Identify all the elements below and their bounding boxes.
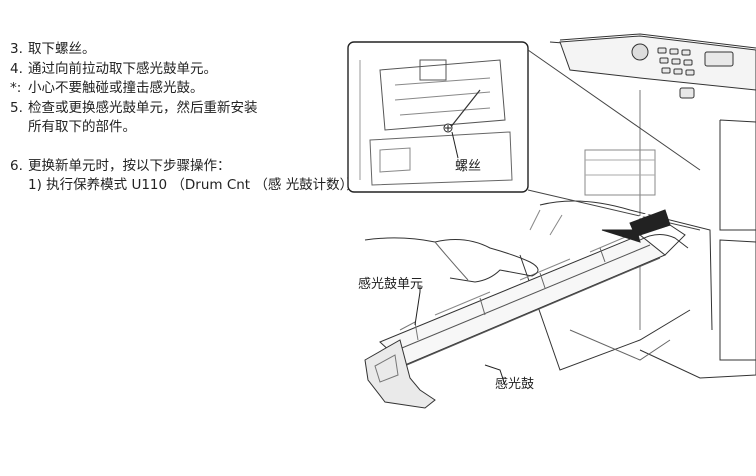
step-number: 3. [10, 41, 23, 57]
step-text: 取下螺丝。 [28, 41, 96, 57]
instruction-steps: 3. 取下螺丝。 4. 通过向前拉动取下感光鼓单元。 *: 小心不要触碰或撞击感… [10, 40, 507, 196]
substep-line1: 1) 执行保养模式 U110 （Drum Cnt （感 [28, 177, 282, 193]
control-panel [559, 35, 756, 99]
note-text: 小心不要触碰或撞击感光鼓。 [28, 80, 204, 96]
inset-detail [347, 41, 701, 231]
drum-unit [364, 224, 686, 409]
screw-icon [443, 123, 459, 159]
step-6-substep: 1) 执行保养模式 U110 （Drum Cnt （感 光鼓计数））（请参阅第 … [10, 176, 507, 196]
step-6: 6. 更换新单元时，按以下步骤操作： [10, 157, 340, 177]
step-number: 6. [10, 157, 23, 174]
drum-unit-label: 感光鼓单元 [358, 277, 424, 292]
drum-removal-illustration: 螺丝 感光鼓单元 感光鼓 [340, 30, 756, 450]
step-4: 4. 通过向前拉动取下感光鼓单元。 [10, 60, 340, 80]
step-text: 更换新单元时，按以下步骤操作： [28, 157, 231, 174]
leader-lines [414, 285, 506, 386]
step-text-line2: 所有取下的部件。 [28, 119, 136, 135]
note-marker: *: [10, 80, 22, 96]
step-text: 通过向前拉动取下感光鼓单元。 [28, 60, 217, 77]
drum-label: 感光鼓 [495, 377, 535, 392]
hand-illustration [364, 234, 689, 283]
step-number: 4. [10, 60, 23, 77]
step-5: 5. 检查或更换感光鼓单元，然后重新安装 所有取下的部件。 [10, 99, 340, 138]
step-text-line1: 检查或更换感光鼓单元，然后重新安装 [28, 99, 258, 116]
step-3: 3. 取下螺丝。 [10, 40, 340, 60]
illustration-drawing [347, 33, 756, 409]
caution-note: *: 小心不要触碰或撞击感光鼓。 [10, 79, 340, 99]
step-number: 5. [10, 99, 23, 116]
arrow-icon [601, 207, 671, 243]
screw-label: 螺丝 [455, 159, 482, 174]
